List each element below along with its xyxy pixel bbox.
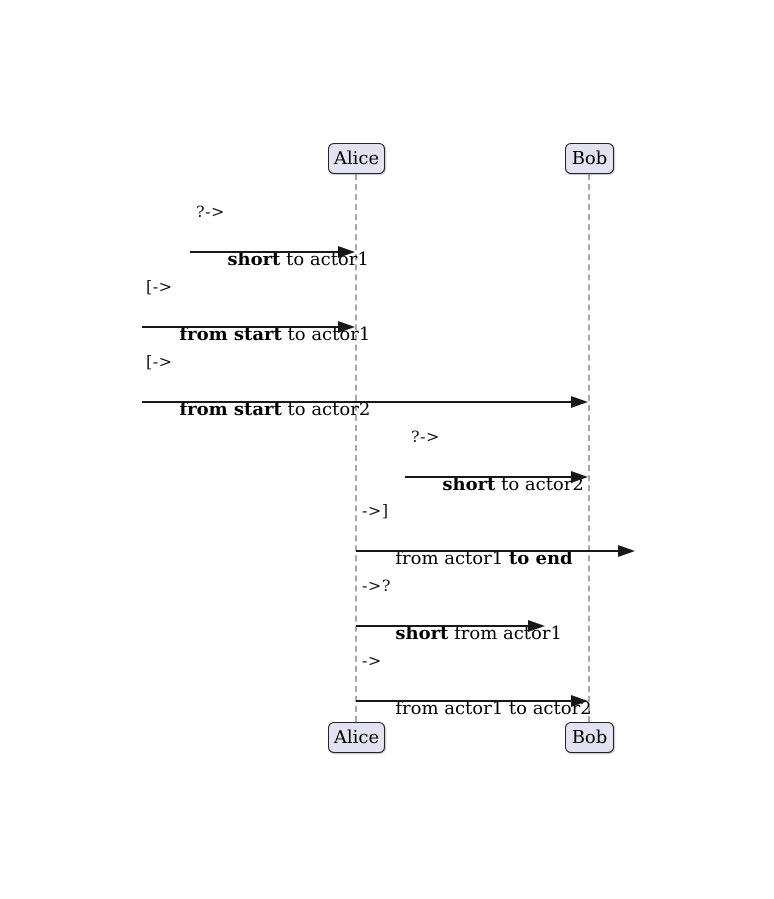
message-4-label-post: to actor2: [495, 474, 584, 495]
message-4-label-bold: short: [442, 474, 496, 495]
message-2-operator: [->: [146, 277, 173, 296]
actor-label-alice-bottom: Alice: [333, 727, 380, 748]
message-5-operator: ->]: [362, 501, 389, 520]
actor-label-bob-bottom: Bob: [571, 727, 608, 748]
message-6-label: short from actor1: [361, 602, 562, 665]
message-6-arrow: [356, 625, 528, 627]
lifeline-alice: [355, 174, 357, 722]
message-3-label-post: to actor2: [281, 399, 371, 420]
actor-box-bob-bottom: Bob: [565, 722, 614, 753]
message-7-arrow: [356, 700, 572, 702]
message-2-arrow: [142, 326, 339, 328]
message-4-arrowhead-icon: [571, 471, 588, 483]
message-3-label: from start to actor2: [145, 378, 370, 441]
message-7-operator: ->: [362, 651, 382, 670]
message-2-label: from start to actor1: [145, 303, 370, 366]
message-1-label: short to actor1: [193, 228, 368, 291]
message-6-operator: ->?: [362, 576, 391, 595]
message-7-label: from actor1 to actor2: [361, 677, 591, 740]
message-2-arrowhead-icon: [338, 321, 355, 333]
message-5-arrowhead-icon: [618, 545, 635, 557]
message-5-label: from actor1 to end: [361, 527, 573, 590]
message-4-arrow: [405, 476, 572, 478]
message-1-operator: ?->: [196, 202, 225, 221]
message-7-arrowhead-icon: [571, 695, 588, 707]
message-3-arrowhead-icon: [571, 396, 588, 408]
message-2-label-post: to actor1: [281, 324, 371, 345]
actor-box-alice-bottom: Alice: [328, 722, 385, 753]
actor-label-bob: Bob: [571, 148, 608, 169]
message-4-label: short to actor2: [408, 453, 584, 516]
message-3-operator: [->: [146, 352, 173, 371]
message-1-arrowhead-icon: [338, 246, 355, 258]
message-3-label-bold: from start: [179, 399, 282, 420]
lifeline-bob: [588, 174, 590, 722]
message-6-label-post: from actor1: [448, 623, 562, 644]
actor-box-alice-top: Alice: [328, 143, 385, 174]
message-2-label-bold: from start: [179, 324, 282, 345]
actor-label-alice: Alice: [333, 148, 380, 169]
message-5-label-bold: to end: [508, 548, 573, 569]
actor-box-bob-top: Bob: [565, 143, 614, 174]
message-4-operator: ?->: [411, 427, 440, 446]
message-1-label-bold: short: [227, 249, 281, 270]
message-3-arrow: [142, 401, 572, 403]
message-6-label-bold: short: [395, 623, 449, 644]
message-5-arrow: [356, 550, 618, 552]
message-5-label-pre: from actor1: [395, 548, 509, 569]
message-1-arrow: [190, 251, 339, 253]
message-6-arrowhead-icon: [528, 620, 545, 632]
